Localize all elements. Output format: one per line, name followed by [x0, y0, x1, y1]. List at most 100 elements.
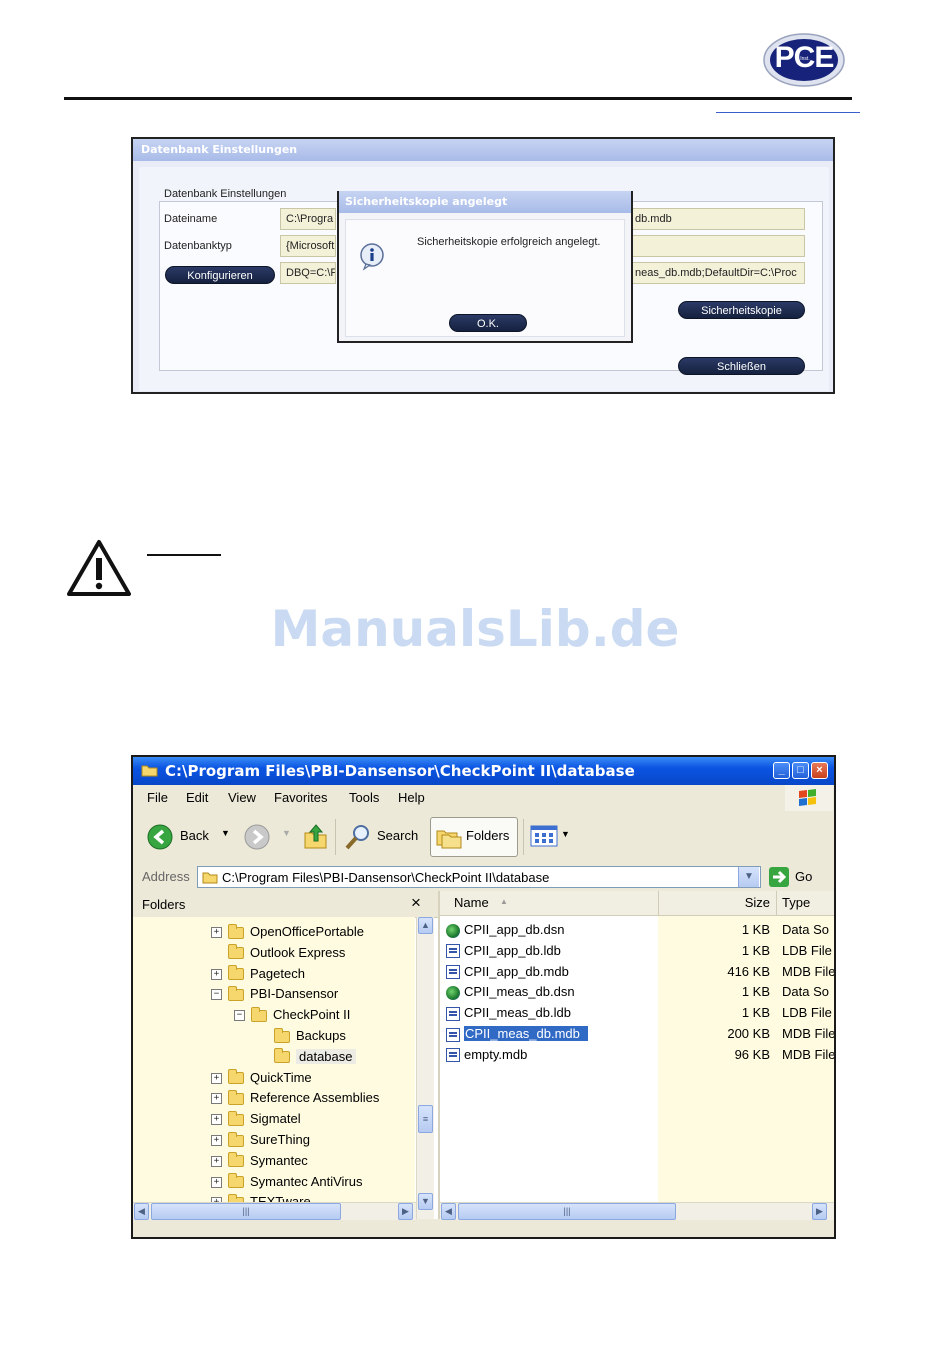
folders-icon[interactable]	[435, 825, 463, 849]
address-input[interactable]: C:\Program Files\PBI-Dansensor\CheckPoin…	[197, 866, 761, 888]
column-size[interactable]: Size	[658, 891, 777, 915]
up-folder-icon[interactable]	[303, 821, 329, 851]
dsn-field-right[interactable]: neas_db.mdb;DefaultDir=C:\Proc	[629, 262, 805, 284]
tree-item[interactable]: −PBI-Dansensor	[211, 983, 338, 1004]
file-row[interactable]: CPII_app_db.mdb	[446, 961, 569, 982]
minimize-button[interactable]: _	[773, 762, 790, 779]
scroll-thumb[interactable]: ≡	[418, 1105, 433, 1133]
expand-icon[interactable]: +	[211, 1135, 222, 1147]
collapse-icon[interactable]: −	[211, 989, 222, 1001]
file-size: 96 KB	[734, 1046, 770, 1062]
file-row[interactable]: CPII_meas_db.dsn	[446, 981, 575, 1002]
forward-arrow-icon[interactable]	[244, 824, 270, 850]
tree-item[interactable]: Backups	[257, 1025, 346, 1046]
menu-view[interactable]: View	[228, 790, 256, 805]
message-text: Sicherheitskopie erfolgreich angelegt.	[417, 236, 601, 248]
collapse-icon[interactable]: −	[234, 1010, 245, 1022]
dsn-field-left[interactable]: DBQ=C:\F	[280, 262, 336, 284]
tree-item[interactable]: +Pagetech	[211, 963, 305, 984]
pce-logo: PCE Inst.	[762, 32, 846, 88]
menu-file[interactable]: File	[147, 790, 168, 805]
menu-help[interactable]: Help	[398, 790, 425, 805]
tree-hscroll-thumb[interactable]: |||	[151, 1203, 341, 1220]
expand-icon[interactable]: +	[211, 927, 222, 939]
folder-icon	[228, 944, 244, 960]
maximize-button[interactable]: □	[792, 762, 809, 779]
address-value[interactable]: C:\Program Files\PBI-Dansensor\CheckPoin…	[222, 870, 550, 885]
database-file-icon	[446, 1048, 460, 1063]
file-row[interactable]: CPII_app_db.ldb	[446, 940, 561, 961]
tree-scroll-left-icon[interactable]: ◀	[134, 1203, 149, 1220]
folder-icon	[228, 965, 244, 981]
search-label[interactable]: Search	[377, 828, 419, 843]
folder-tree-hscrollbar[interactable]: ◀ ||| ▶	[133, 1202, 416, 1220]
menu-favorites[interactable]: Favorites	[274, 790, 328, 805]
backup-button[interactable]: Sicherheitskopie	[678, 301, 805, 319]
file-name: CPII_meas_db.dsn	[464, 984, 575, 1000]
filename-field-left[interactable]: C:\Progra	[280, 208, 336, 230]
tree-item[interactable]: + SureThing	[211, 1129, 310, 1150]
column-type[interactable]: Type	[776, 891, 834, 915]
close-folders-icon[interactable]: ×	[411, 893, 421, 912]
menu-tools[interactable]: Tools	[349, 790, 380, 805]
expand-icon[interactable]: +	[211, 1155, 222, 1167]
tree-item[interactable]: +Reference Assemblies	[211, 1087, 379, 1108]
info-icon	[357, 241, 387, 271]
tree-item[interactable]: +Sigmatel	[211, 1108, 301, 1129]
configure-button[interactable]: Konfigurieren	[165, 266, 275, 284]
tree-item-label: SureThing	[250, 1132, 310, 1147]
open-folder-icon	[141, 763, 159, 777]
back-arrow-icon[interactable]	[147, 824, 173, 850]
dbtype-field-left[interactable]: {Microsoft	[280, 235, 336, 257]
tree-item[interactable]: +Symantec	[211, 1150, 308, 1171]
expand-icon[interactable]: +	[211, 1093, 222, 1105]
go-label[interactable]: Go	[795, 869, 813, 884]
dbtype-field-right[interactable]	[629, 235, 805, 257]
tree-item[interactable]: +QuickTime	[211, 1067, 312, 1088]
file-row[interactable]: CPII_meas_db.ldb	[446, 1002, 571, 1023]
address-dropdown-icon[interactable]: ▼	[738, 867, 759, 887]
file-name: CPII_app_db.mdb	[464, 963, 569, 979]
file-row[interactable]: empty.mdb	[446, 1044, 527, 1065]
go-arrow-icon[interactable]	[769, 867, 789, 887]
forward-dropdown-icon[interactable]: ▼	[282, 828, 291, 838]
tree-item[interactable]: Outlook Express	[211, 942, 345, 963]
expand-icon[interactable]: +	[211, 1176, 222, 1188]
back-label[interactable]: Back	[180, 828, 209, 843]
menu-edit[interactable]: Edit	[186, 790, 209, 805]
ok-button[interactable]: O.K.	[449, 314, 527, 332]
back-dropdown-icon[interactable]: ▼	[221, 828, 230, 838]
file-row[interactable]: CPII_meas_db.mdb	[446, 1023, 588, 1044]
pane-splitter[interactable]	[438, 891, 440, 1219]
views-icon[interactable]	[530, 825, 558, 847]
scroll-down-icon[interactable]: ▼	[418, 1193, 433, 1210]
dsn-file-icon	[446, 923, 460, 938]
scroll-left-icon[interactable]: ◀	[441, 1203, 456, 1220]
column-name[interactable]: Name ▲	[440, 891, 659, 915]
close-button[interactable]: Schließen	[678, 357, 805, 375]
filename-field-right[interactable]: db.mdb	[629, 208, 805, 230]
tree-scroll-right-icon[interactable]: ▶	[398, 1203, 413, 1220]
file-list-hscrollbar[interactable]: ◀ ||| ▶	[440, 1202, 834, 1220]
file-size: 1 KB	[741, 1005, 770, 1021]
folder-tree-scrollbar[interactable]: ▲ ≡ ▼	[416, 917, 434, 1219]
file-size: 200 KB	[727, 1026, 770, 1041]
file-name: CPII_app_db.dsn	[464, 922, 565, 937]
tree-item[interactable]: +OpenOfficePortable	[211, 921, 364, 942]
expand-icon[interactable]: +	[211, 1072, 222, 1084]
tree-item[interactable]: +Symantec AntiVirus	[211, 1171, 362, 1192]
scroll-up-icon[interactable]: ▲	[418, 917, 433, 934]
tree-item[interactable]: database	[257, 1046, 356, 1067]
views-dropdown-icon[interactable]: ▼	[561, 829, 570, 839]
close-window-button[interactable]: ×	[811, 762, 828, 779]
expand-icon[interactable]: +	[211, 1114, 222, 1126]
tree-item[interactable]: −CheckPoint II	[234, 1004, 350, 1025]
header-link-underline[interactable]	[716, 112, 860, 113]
file-row[interactable]: CPII_app_db.dsn	[446, 919, 564, 940]
search-icon[interactable]	[343, 823, 373, 851]
expand-icon[interactable]: +	[211, 968, 222, 980]
hscroll-thumb[interactable]: |||	[458, 1203, 676, 1220]
warning-heading-underline	[147, 554, 221, 556]
folders-label[interactable]: Folders	[466, 828, 510, 843]
scroll-right-icon[interactable]: ▶	[812, 1203, 827, 1220]
